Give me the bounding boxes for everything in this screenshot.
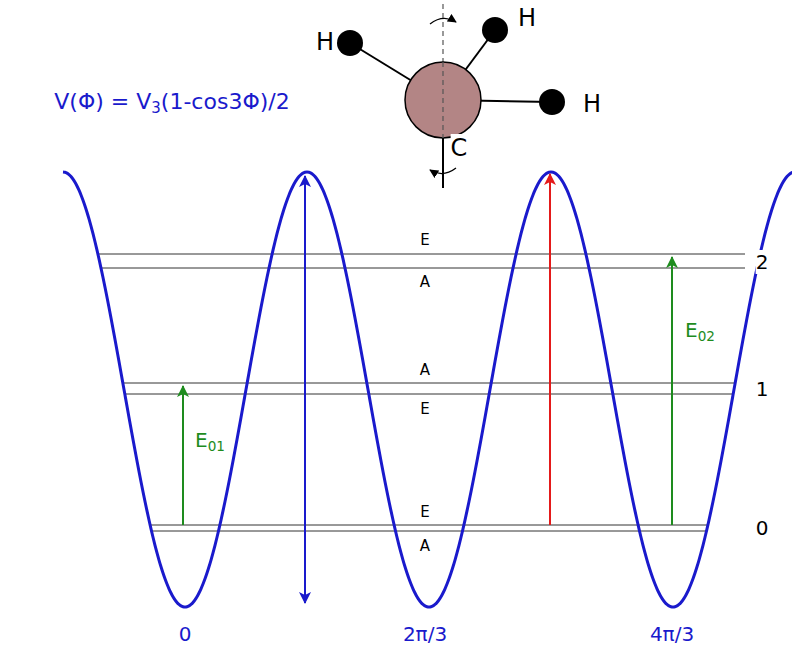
label-text: E — [685, 318, 698, 342]
bond — [442, 138, 444, 188]
symmetry-label: E — [420, 233, 429, 248]
label-text: C — [451, 134, 468, 162]
label-text: A — [420, 273, 430, 291]
energy-level — [101, 268, 745, 269]
atom-label: C — [451, 136, 468, 160]
energy-level — [152, 531, 707, 532]
angle-label: 2π/3 — [403, 624, 447, 644]
label-text: 4π/3 — [650, 622, 694, 646]
level-number: 1 — [756, 379, 769, 399]
label-text: E — [420, 231, 429, 249]
hydrogen-atom — [539, 89, 565, 115]
atom-label: H — [316, 30, 334, 54]
subscript: 01 — [208, 438, 225, 454]
atom-label: H — [518, 6, 536, 30]
barrier-arrow — [549, 174, 551, 525]
energy-level — [125, 394, 733, 395]
label-text: A — [420, 537, 430, 555]
angle-label: 4π/3 — [650, 624, 694, 644]
energy-levels — [98, 254, 745, 531]
rotation-arrow — [430, 18, 456, 24]
label-text: H — [583, 90, 601, 118]
transition-label: E02 — [685, 320, 715, 344]
symmetry-label: A — [420, 539, 430, 554]
symmetry-label: A — [420, 275, 430, 290]
atom-label: H — [583, 92, 601, 116]
potential-curve — [63, 172, 792, 607]
symmetry-label: E — [420, 402, 429, 417]
level-number: 2 — [756, 252, 769, 272]
label-text: A — [420, 361, 430, 379]
transition-arrows — [183, 174, 672, 603]
carbon-atom — [405, 62, 481, 138]
label-text: E — [420, 503, 429, 521]
label-text: H — [518, 4, 536, 32]
label-text: 1 — [756, 377, 769, 401]
energy-level — [98, 254, 745, 255]
label-text: 0 — [179, 622, 192, 646]
transition-arrow — [671, 257, 673, 525]
label-text: 2 — [756, 250, 769, 274]
transition-arrow — [182, 386, 184, 525]
label-text: 0 — [756, 516, 769, 540]
transition-label: E01 — [195, 430, 225, 454]
label-text: E — [420, 400, 429, 418]
hydrogen-atom — [337, 30, 363, 56]
subscript: 02 — [698, 328, 715, 344]
energy-level — [123, 383, 735, 384]
label-text: (1-cos3Φ)/2 — [161, 89, 290, 114]
label-text: E — [195, 428, 208, 452]
symmetry-label: A — [420, 363, 430, 378]
rotation-arrow — [430, 168, 456, 174]
rotation-axis — [442, 4, 443, 62]
level-number: 0 — [756, 518, 769, 538]
barrier-arrow — [304, 176, 306, 603]
subscript: 3 — [151, 100, 161, 118]
energy-level — [150, 525, 708, 526]
potential-curve — [63, 172, 792, 607]
hydrogen-atom — [482, 17, 508, 43]
label-text: 2π/3 — [403, 622, 447, 646]
symmetry-label: E — [420, 505, 429, 520]
label-text: V(Φ) = V — [54, 89, 151, 114]
rotation-axis — [442, 62, 443, 138]
angle-label: 0 — [179, 624, 192, 644]
potential-formula: V(Φ) = V3(1-cos3Φ)/2 — [54, 91, 289, 116]
label-text: H — [316, 28, 334, 56]
methyl-group — [337, 4, 565, 188]
